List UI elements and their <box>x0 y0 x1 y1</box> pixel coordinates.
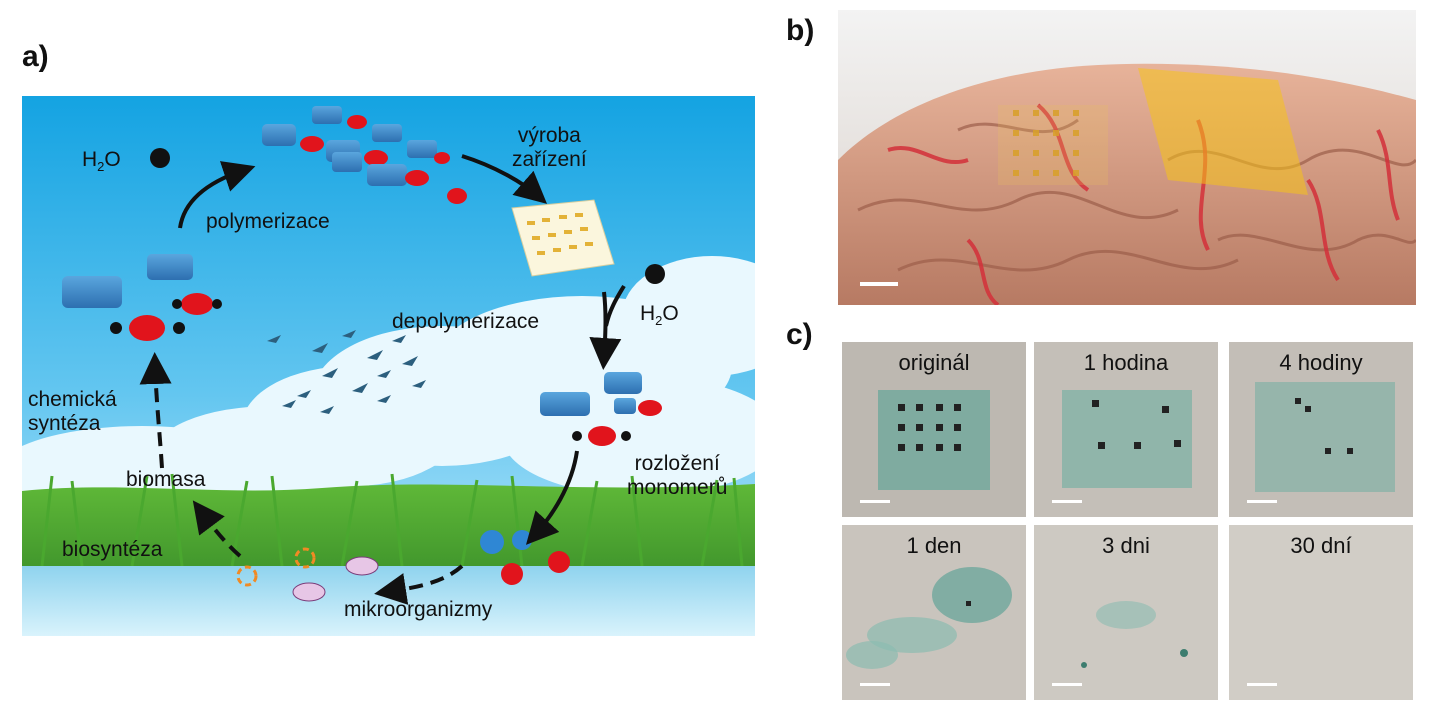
scale-bar <box>1052 683 1082 686</box>
scale-bar <box>1052 500 1082 503</box>
tile-caption: 3 dni <box>1102 533 1150 558</box>
panel-label-a: a) <box>22 40 49 73</box>
biosynteza-label: biosyntéza <box>62 538 163 561</box>
h2o-label-top: H2O <box>82 148 121 175</box>
chemicka-label: chemická syntéza <box>28 388 117 436</box>
film-sample <box>1062 390 1192 488</box>
water-molecule-icon <box>645 264 665 284</box>
degradation-tile: originál <box>842 342 1026 517</box>
water-molecule-icon <box>150 148 170 168</box>
monomers-right <box>540 372 662 446</box>
cycle-arrows <box>139 154 626 605</box>
monomers-left <box>62 254 222 341</box>
film-sample <box>1081 601 1188 668</box>
grass-blades <box>40 473 744 567</box>
scale-bar <box>860 282 898 286</box>
mikroorganizmy-label: mikroorganizmy <box>344 598 493 621</box>
tile-caption: 4 hodiny <box>1279 350 1363 375</box>
tile-caption: 30 dní <box>1290 533 1352 558</box>
polymer-chain <box>262 106 467 204</box>
scale-bar <box>1247 500 1277 503</box>
degradation-tile: 1 den <box>842 525 1026 700</box>
brain-implant-photo <box>838 10 1416 305</box>
device-sheet <box>511 199 615 277</box>
film-sample <box>1255 382 1395 492</box>
vyroba-label: výroba zařízení <box>512 124 587 172</box>
tile-caption: originál <box>898 350 970 375</box>
degradation-tile: 1 hodina <box>1034 342 1218 517</box>
rozlozeni-label: rozložení monomerů <box>627 452 728 500</box>
scale-bar <box>860 683 890 686</box>
h2o-label-right: H2O <box>640 302 679 329</box>
brain-illustration <box>838 10 1416 305</box>
yellow-film <box>1138 68 1308 195</box>
scale-bar <box>860 500 890 503</box>
tile-caption: 1 den <box>906 533 962 558</box>
birds <box>267 330 426 414</box>
film-sample <box>878 390 990 490</box>
biomasa-label: biomasa <box>126 468 206 491</box>
panel-label-b: b) <box>786 14 815 47</box>
panel-label-c: c) <box>786 318 813 351</box>
polymerizace-label: polymerizace <box>206 210 330 233</box>
degradation-tile: 4 hodiny <box>1229 342 1413 517</box>
lifecycle-diagram: H2O polymerizace výroba zařízení H2O dep… <box>22 96 755 636</box>
tile-caption: 1 hodina <box>1083 350 1169 375</box>
lifecycle-illustration <box>22 96 755 636</box>
scale-bar <box>1247 683 1277 686</box>
degradation-tile: 3 dni <box>1034 525 1218 700</box>
film-sample <box>846 567 1012 669</box>
microorganisms <box>236 547 379 602</box>
depolymerizace-label: depolymerizace <box>392 310 540 333</box>
degradation-tile: 30 dní <box>1229 525 1413 700</box>
